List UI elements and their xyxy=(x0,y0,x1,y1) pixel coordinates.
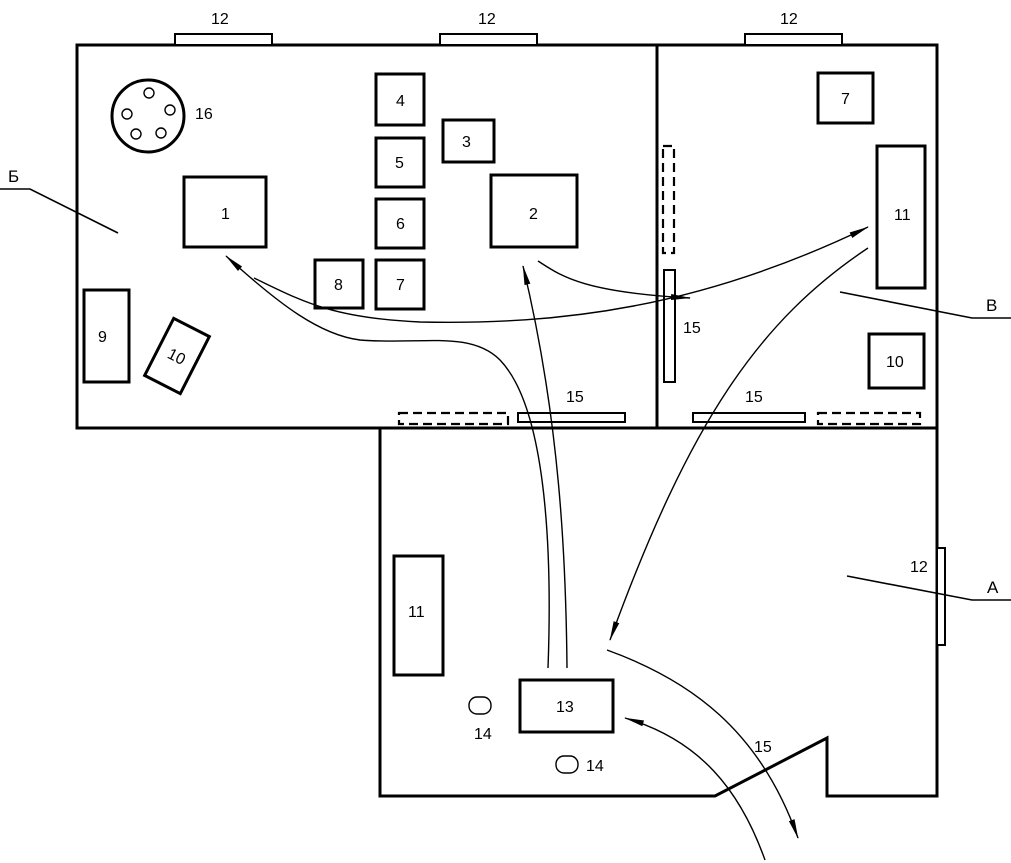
equipment-label: 13 xyxy=(556,699,574,716)
door-closed xyxy=(661,144,676,255)
equipment-10 xyxy=(142,316,212,396)
equipment-11 xyxy=(875,144,927,290)
hole-icon xyxy=(130,128,142,140)
hole-icon xyxy=(164,104,176,116)
equipment-label: 3 xyxy=(462,134,471,151)
equipment-label: 1 xyxy=(221,206,230,223)
equipment-label: 7 xyxy=(841,91,850,108)
zone-v-leader xyxy=(839,291,1011,319)
windows: 12 12 12 12 xyxy=(174,11,946,646)
door-label: 15 xyxy=(566,389,584,406)
stool-icon xyxy=(468,696,492,715)
flow-arrow-11-to-a xyxy=(609,247,869,641)
window-label: 12 xyxy=(478,11,496,28)
zone-a-leader xyxy=(846,575,1011,601)
stool-icon xyxy=(555,755,579,774)
equipment-9 xyxy=(82,288,131,384)
equipment-1 xyxy=(182,175,268,249)
equipment-6 xyxy=(374,197,426,250)
equipment-label: 7 xyxy=(396,277,405,294)
equipment-11 xyxy=(392,554,445,677)
door-label: 15 xyxy=(683,320,701,337)
equipment-label: 10 xyxy=(886,354,904,371)
window xyxy=(174,33,273,46)
door-open xyxy=(692,412,806,423)
equipment-8 xyxy=(313,258,365,310)
doors: 15 15 15 15 xyxy=(397,144,922,756)
flow-arrow-1-to-11 xyxy=(253,226,869,323)
hole-icon xyxy=(121,108,133,120)
zone-label-v: В xyxy=(986,296,997,315)
equipment-13 xyxy=(518,678,615,734)
hole-icon xyxy=(143,87,155,99)
equipment-label: 9 xyxy=(98,329,107,346)
window xyxy=(439,33,538,46)
equipment-10-rotated: 10 xyxy=(142,316,212,396)
equipment-10 xyxy=(867,332,926,390)
equipment: 16 1 2 3 4 5 6 7 7 8 9 10 10 11 11 xyxy=(82,71,927,775)
flow-arrow-exit xyxy=(606,649,799,839)
flow-arrow-to-2 xyxy=(522,265,568,669)
hole-icon xyxy=(155,127,167,139)
equipment-label: 6 xyxy=(396,216,405,233)
equipment-7 xyxy=(374,258,426,311)
window xyxy=(936,547,946,646)
equipment-label: 11 xyxy=(894,207,911,224)
door-open xyxy=(517,412,626,423)
window-label: 12 xyxy=(780,11,798,28)
door-label: 15 xyxy=(745,389,763,406)
door-closed xyxy=(816,411,922,426)
door-label: 15 xyxy=(754,739,772,756)
equipment-7 xyxy=(816,71,875,125)
equipment-label: 16 xyxy=(195,106,213,123)
zone-label-b: Б xyxy=(8,167,19,186)
wall-room-a xyxy=(378,428,939,798)
equipment-label: 11 xyxy=(408,604,425,621)
flow-arrow-to-13 xyxy=(624,717,766,861)
flow-arrow-2-to-door xyxy=(537,260,691,300)
door-open xyxy=(663,269,676,383)
equipment-4 xyxy=(374,72,426,127)
zone-b-leader xyxy=(0,188,119,234)
flow-arrow-to-1 xyxy=(225,255,550,669)
window-label: 12 xyxy=(211,11,229,28)
zone-label-a: А xyxy=(987,578,999,597)
stool-label: 14 xyxy=(474,726,492,743)
equipment-label: 10 xyxy=(164,346,188,369)
equipment-label: 5 xyxy=(395,155,404,172)
equipment-label: 8 xyxy=(334,277,343,294)
flow-paths xyxy=(225,226,869,861)
equipment-2 xyxy=(489,173,579,249)
round-table-16: 16 xyxy=(110,78,213,154)
equipment-label: 4 xyxy=(396,93,405,110)
equipment-label: 2 xyxy=(529,206,538,223)
zone-leaders: Б В А xyxy=(0,167,1011,601)
equipment-3 xyxy=(441,118,496,164)
stool-label: 14 xyxy=(586,758,604,775)
window-label: 12 xyxy=(910,559,928,576)
window xyxy=(744,33,843,46)
door-closed xyxy=(397,411,510,426)
equipment-5 xyxy=(374,136,426,189)
